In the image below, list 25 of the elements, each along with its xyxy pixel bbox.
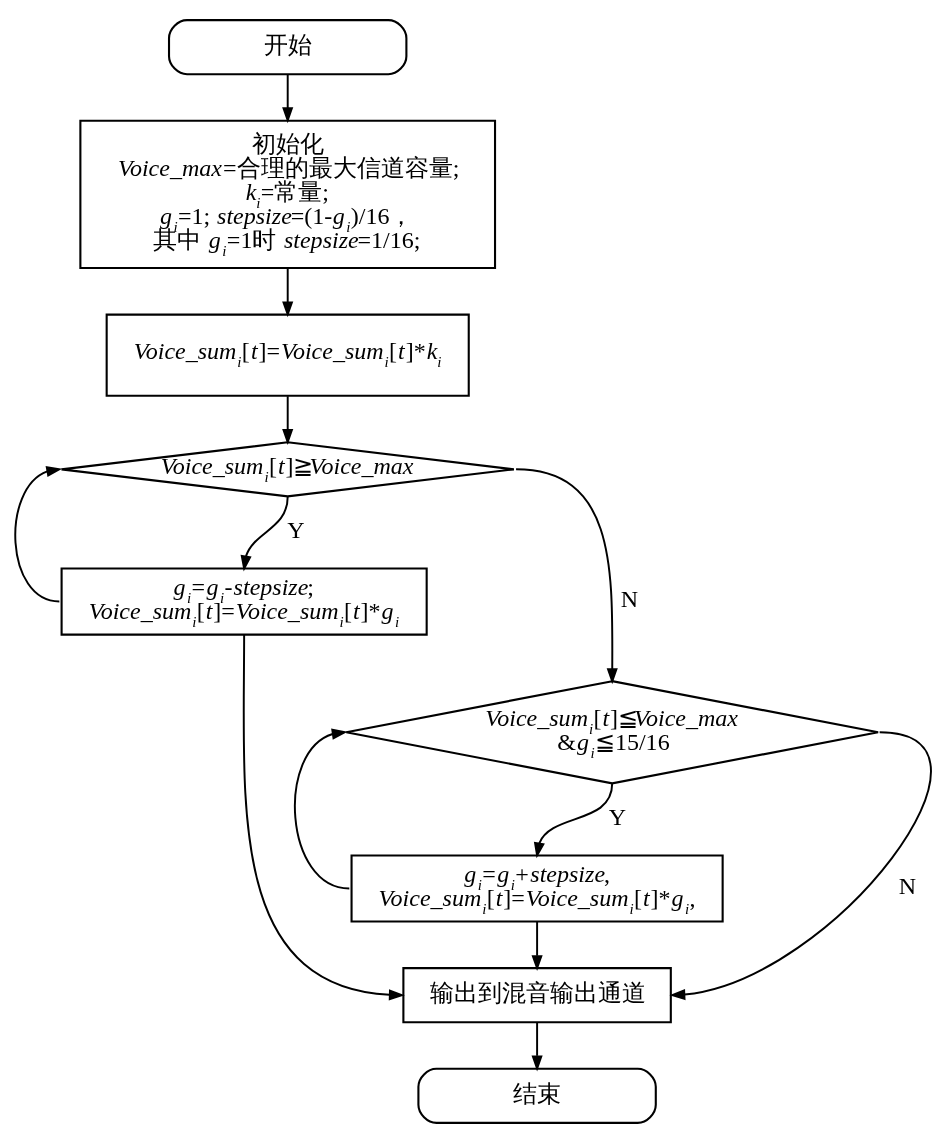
arrow [14,466,62,603]
arrow [242,633,405,1001]
edge-label: Y [608,804,626,831]
node-box: 输出到混音输出通道 [401,967,672,1024]
arrow [281,395,293,445]
node-box: g$_{i}$=g$_{i}$-stepsize; Voice_sum$_{i}$[t]=Voice_sum$_{i}$[t]*g$_{i}$ [60,567,428,636]
edge-label: Y [286,517,305,544]
arrow [514,468,618,685]
node-diamond: Voice_sum$_{i}$[t]≧Voice_max [59,441,515,498]
arrow [281,73,293,124]
node-box: 开始 [167,19,407,76]
arrow [531,1021,543,1072]
node-diamond: Voice_sum$_{i}$[t]≦Voice_max &g$_{i}$≦15/16 [344,680,879,785]
edge-label: N [898,873,916,900]
arrow [293,728,350,890]
arrow [533,782,613,859]
node-box: g$_{i}$=g$_{i}$+stepsize, Voice_sum$_{i}$[t]=Voice_sum$_{i}$[t]*g$_{i}$, [350,854,724,923]
arrow [531,920,543,972]
edge-label: N [620,586,638,613]
node-box: 初始化 Voice_max=合理的最大信道容量; k$_{i}$=常量; g$_{i}$=1; stepsize=(1-g$_{i}$)/16， 其中 g$_{i}$=1时 stepsize=1/16; [78,119,496,270]
node-box: Voice_sum$_{i}$[t]=Voice_sum$_{i}$[t]*k$_{i}$ [105,313,470,397]
arrow [240,495,289,572]
node-box: 结束 [416,1067,657,1124]
arrow [281,267,293,318]
arrow [668,731,932,1001]
